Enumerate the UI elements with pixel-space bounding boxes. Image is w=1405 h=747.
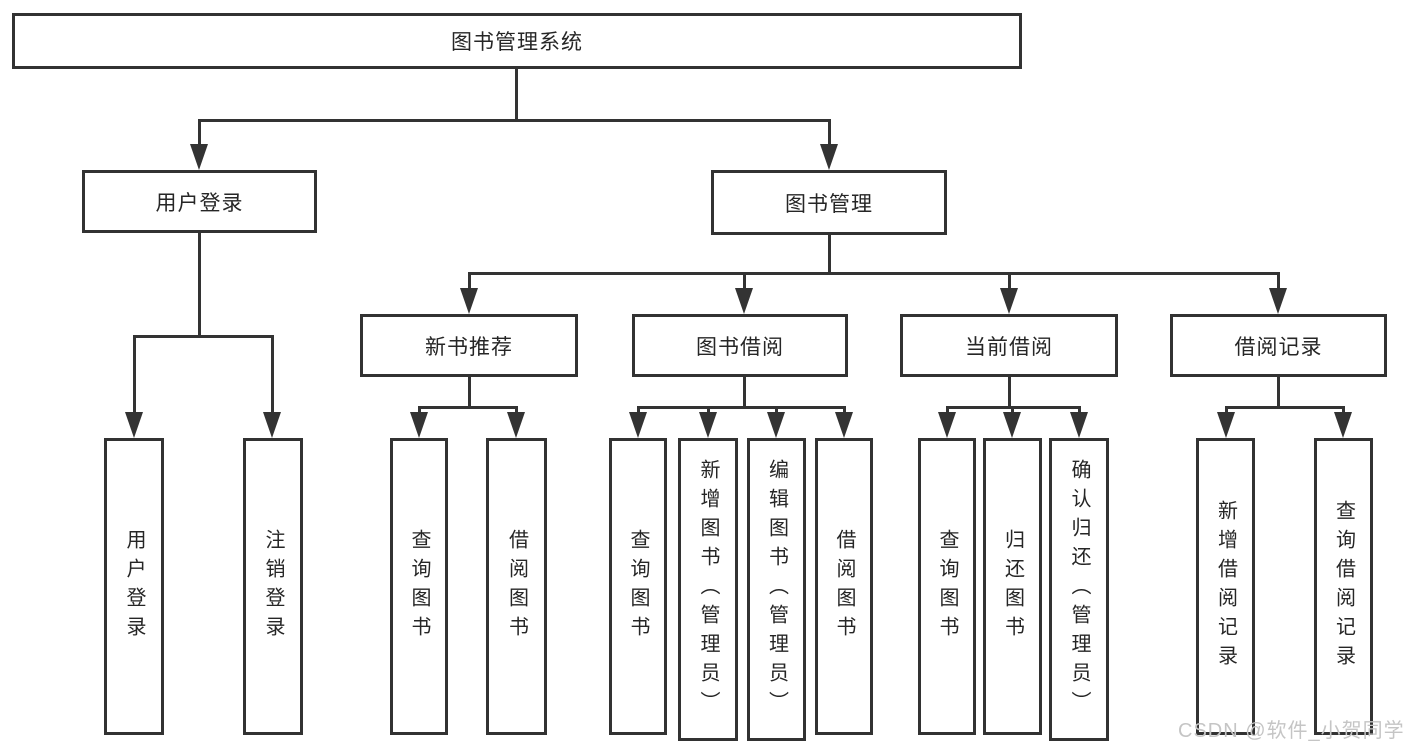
- arrowhead-book-mgmt: [820, 144, 838, 170]
- node-book-management-label: 图书管理: [785, 192, 873, 216]
- arrowhead-bb-borrow: [835, 412, 853, 438]
- connector-user-login-drop: [198, 119, 201, 146]
- leaf-current-return-books-label: 归还图书: [1001, 528, 1024, 645]
- arrowhead-bb-add: [699, 412, 717, 438]
- leaf-recommend-borrow-books: 借阅图书: [486, 438, 547, 735]
- connector-bb-borrow-drop: [843, 406, 846, 414]
- connector-new-book-stem: [468, 376, 471, 407]
- connector-cb-confirm-drop: [1078, 406, 1081, 414]
- connector-book-mgmt-stem: [828, 235, 831, 273]
- node-current-borrow: 当前借阅: [900, 314, 1118, 377]
- leaf-current-return-books: 归还图书: [983, 438, 1042, 735]
- connector-level3-hline: [468, 272, 1280, 275]
- connector-user-login-stem: [198, 232, 201, 336]
- arrowhead-new-book: [460, 288, 478, 314]
- leaf-borrow-query-books: 查询图书: [609, 438, 667, 735]
- leaf-borrow-borrow-books-label: 借阅图书: [833, 528, 855, 645]
- leaf-current-confirm-return-admin-label: 确认归还（管理员）: [1068, 459, 1090, 720]
- csdn-watermark: CSDN @软件_小贺同学: [1178, 720, 1405, 742]
- connector-login-drop: [133, 335, 136, 414]
- leaf-borrow-borrow-books: 借阅图书: [815, 438, 873, 735]
- leaf-borrow-add-books-admin: 新增图书（管理员）: [678, 438, 738, 741]
- leaf-recommend-query-books-label: 查询图书: [408, 528, 430, 645]
- node-book-borrow-label: 图书借阅: [696, 335, 784, 359]
- leaf-user-login-label: 用户登录: [123, 528, 145, 645]
- node-book-management: 图书管理: [711, 170, 947, 235]
- node-user-login-label: 用户登录: [155, 191, 244, 215]
- connector-level2-hline: [198, 119, 831, 122]
- arrowhead-bb-query: [629, 412, 647, 438]
- connector-new-book-hline: [418, 406, 518, 409]
- connector-user-login-hline: [133, 335, 274, 338]
- connector-br-add-drop: [1225, 406, 1228, 414]
- connector-new-book-drop: [468, 272, 471, 290]
- arrowhead-cb-query: [938, 412, 956, 438]
- leaf-recommend-borrow-books-label: 借阅图书: [505, 528, 528, 645]
- connector-logout-drop: [271, 335, 274, 414]
- connector-bb-add-drop: [707, 406, 710, 414]
- connector-cb-query-drop: [946, 406, 949, 414]
- arrowhead-cb-confirm: [1070, 412, 1088, 438]
- leaf-current-query-books: 查询图书: [918, 438, 976, 735]
- connector-borrow-records-stem: [1277, 376, 1280, 407]
- connector-bb-edit-drop: [775, 406, 778, 414]
- leaf-current-confirm-return-admin: 确认归还（管理员）: [1049, 438, 1109, 741]
- leaf-current-query-books-label: 查询图书: [936, 528, 958, 645]
- node-borrow-records: 借阅记录: [1170, 314, 1387, 377]
- node-user-login: 用户登录: [82, 170, 317, 233]
- arrowhead-user-login: [190, 144, 208, 170]
- arrowhead-current-borrow: [1000, 288, 1018, 314]
- arrowhead-logout: [263, 412, 281, 438]
- arrowhead-cb-return: [1003, 412, 1021, 438]
- arrowhead-br-add: [1217, 412, 1235, 438]
- leaf-borrow-edit-books-admin-label: 编辑图书（管理员）: [765, 459, 788, 720]
- node-root: 图书管理系统: [12, 13, 1022, 69]
- node-current-borrow-label: 当前借阅: [965, 335, 1053, 359]
- leaf-borrow-query-books-label: 查询图书: [627, 528, 649, 645]
- connector-cb-return-drop: [1011, 406, 1014, 414]
- connector-book-borrow-hline: [637, 406, 846, 409]
- connector-nb-query-drop: [418, 406, 421, 414]
- leaf-records-query-record-label: 查询借阅记录: [1332, 499, 1355, 674]
- connector-current-borrow-drop: [1008, 272, 1011, 290]
- connector-current-borrow-stem: [1008, 376, 1011, 407]
- node-borrow-records-label: 借阅记录: [1234, 335, 1323, 359]
- connector-br-query-drop: [1342, 406, 1345, 414]
- arrowhead-book-borrow: [735, 288, 753, 314]
- leaf-records-query-record: 查询借阅记录: [1314, 438, 1373, 735]
- arrowhead-br-query: [1334, 412, 1352, 438]
- arrowhead-borrow-records: [1269, 288, 1287, 314]
- leaf-user-login: 用户登录: [104, 438, 164, 735]
- arrowhead-nb-borrow: [507, 412, 525, 438]
- node-new-book-recommend-label: 新书推荐: [425, 335, 513, 359]
- connector-nb-borrow-drop: [515, 406, 518, 414]
- arrowhead-nb-query: [410, 412, 428, 438]
- leaf-logout-label: 注销登录: [262, 528, 284, 645]
- leaf-records-add-record-label: 新增借阅记录: [1214, 499, 1237, 674]
- connector-book-mgmt-drop: [828, 119, 831, 146]
- connector-root-stem: [515, 68, 518, 120]
- node-book-borrow: 图书借阅: [632, 314, 848, 377]
- connector-borrow-records-hline: [1225, 406, 1345, 409]
- node-root-label: 图书管理系统: [451, 31, 583, 54]
- connector-bb-query-drop: [637, 406, 640, 414]
- arrowhead-bb-edit: [767, 412, 785, 438]
- node-new-book-recommend: 新书推荐: [360, 314, 578, 377]
- connector-book-borrow-stem: [743, 376, 746, 407]
- connector-borrow-records-drop: [1277, 272, 1280, 290]
- leaf-records-add-record: 新增借阅记录: [1196, 438, 1255, 735]
- connector-book-borrow-drop: [743, 272, 746, 290]
- leaf-borrow-add-books-admin-label: 新增图书（管理员）: [697, 459, 719, 720]
- leaf-logout: 注销登录: [243, 438, 303, 735]
- leaf-recommend-query-books: 查询图书: [390, 438, 448, 735]
- arrowhead-login: [125, 412, 143, 438]
- leaf-borrow-edit-books-admin: 编辑图书（管理员）: [747, 438, 806, 741]
